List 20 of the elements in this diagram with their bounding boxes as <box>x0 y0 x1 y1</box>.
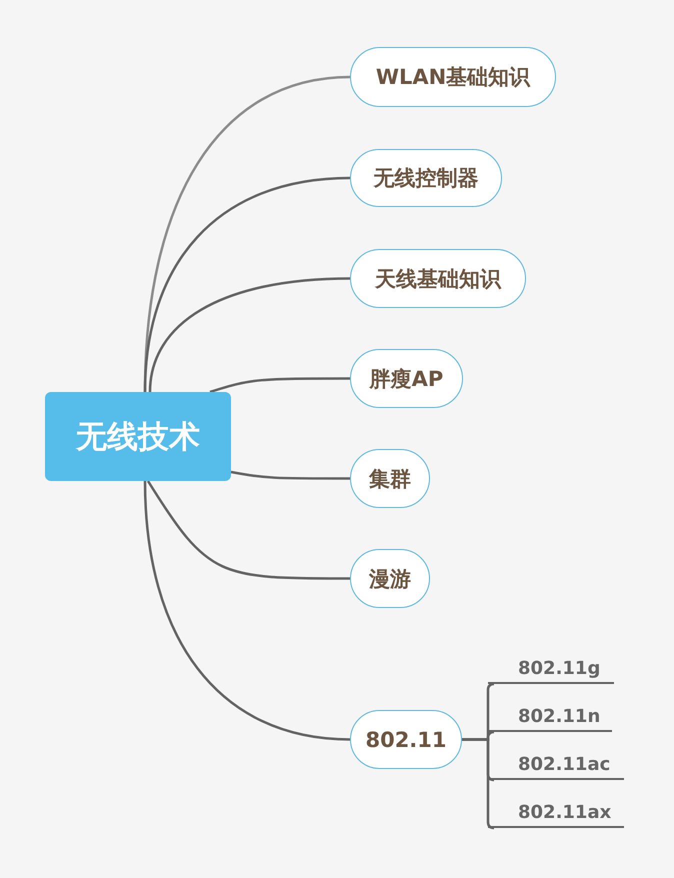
topic-pill: 802.11 <box>350 710 462 769</box>
subtopic-label: 802.11n <box>488 702 612 732</box>
topic-pill: 集群 <box>350 449 430 508</box>
subtopic-label: 802.11g <box>488 654 614 684</box>
connector-line <box>462 738 494 830</box>
connector-line <box>146 480 350 580</box>
subtopic-label: 802.11ax <box>488 798 624 828</box>
connector-line <box>210 377 350 394</box>
topic-pill: WLAN基础知识 <box>350 47 556 107</box>
topic-pill: 天线基础知识 <box>350 249 526 308</box>
connector-line <box>144 176 350 392</box>
connector-line <box>144 76 350 392</box>
topic-pill: 漫游 <box>350 549 430 608</box>
topic-pill: 胖瘦AP <box>350 349 463 408</box>
connector-line <box>148 277 350 392</box>
subtopic-label: 802.11ac <box>488 750 624 780</box>
central-topic-box: 无线技术 <box>45 392 231 481</box>
topic-pill: 无线控制器 <box>350 149 502 207</box>
connector-line <box>144 480 350 741</box>
connector-line <box>230 470 350 480</box>
